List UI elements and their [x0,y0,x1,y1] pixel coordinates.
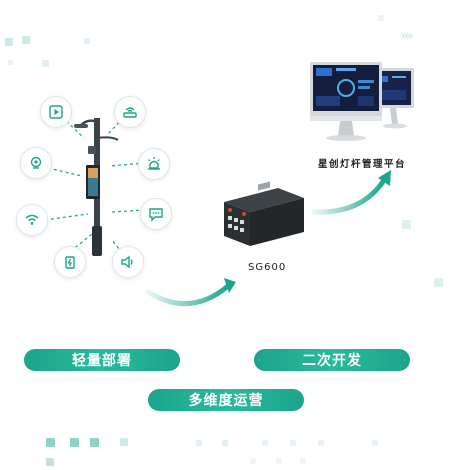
feature-pill-secondary-development: 二次开发 [254,349,410,371]
feature-pill-multi-dimensional-operation: 多维度运营 [148,389,304,411]
camera-icon [20,147,52,179]
router-icon [114,96,146,128]
message-icon [140,198,172,230]
speaker-icon [112,246,144,278]
wifi-icon [16,204,48,236]
platform-monitors [310,62,414,141]
gateway-device [224,181,304,246]
alarm-light-icon [138,148,170,180]
feature-pill-lightweight-deployment: 轻量部署 [24,349,180,371]
chevron-decor-icon: »» [400,28,414,44]
charger-icon [54,246,86,278]
gateway-label: SG600 [248,262,287,273]
platform-label: 星创灯杆管理平台 [318,159,407,170]
video-play-icon [40,96,72,128]
